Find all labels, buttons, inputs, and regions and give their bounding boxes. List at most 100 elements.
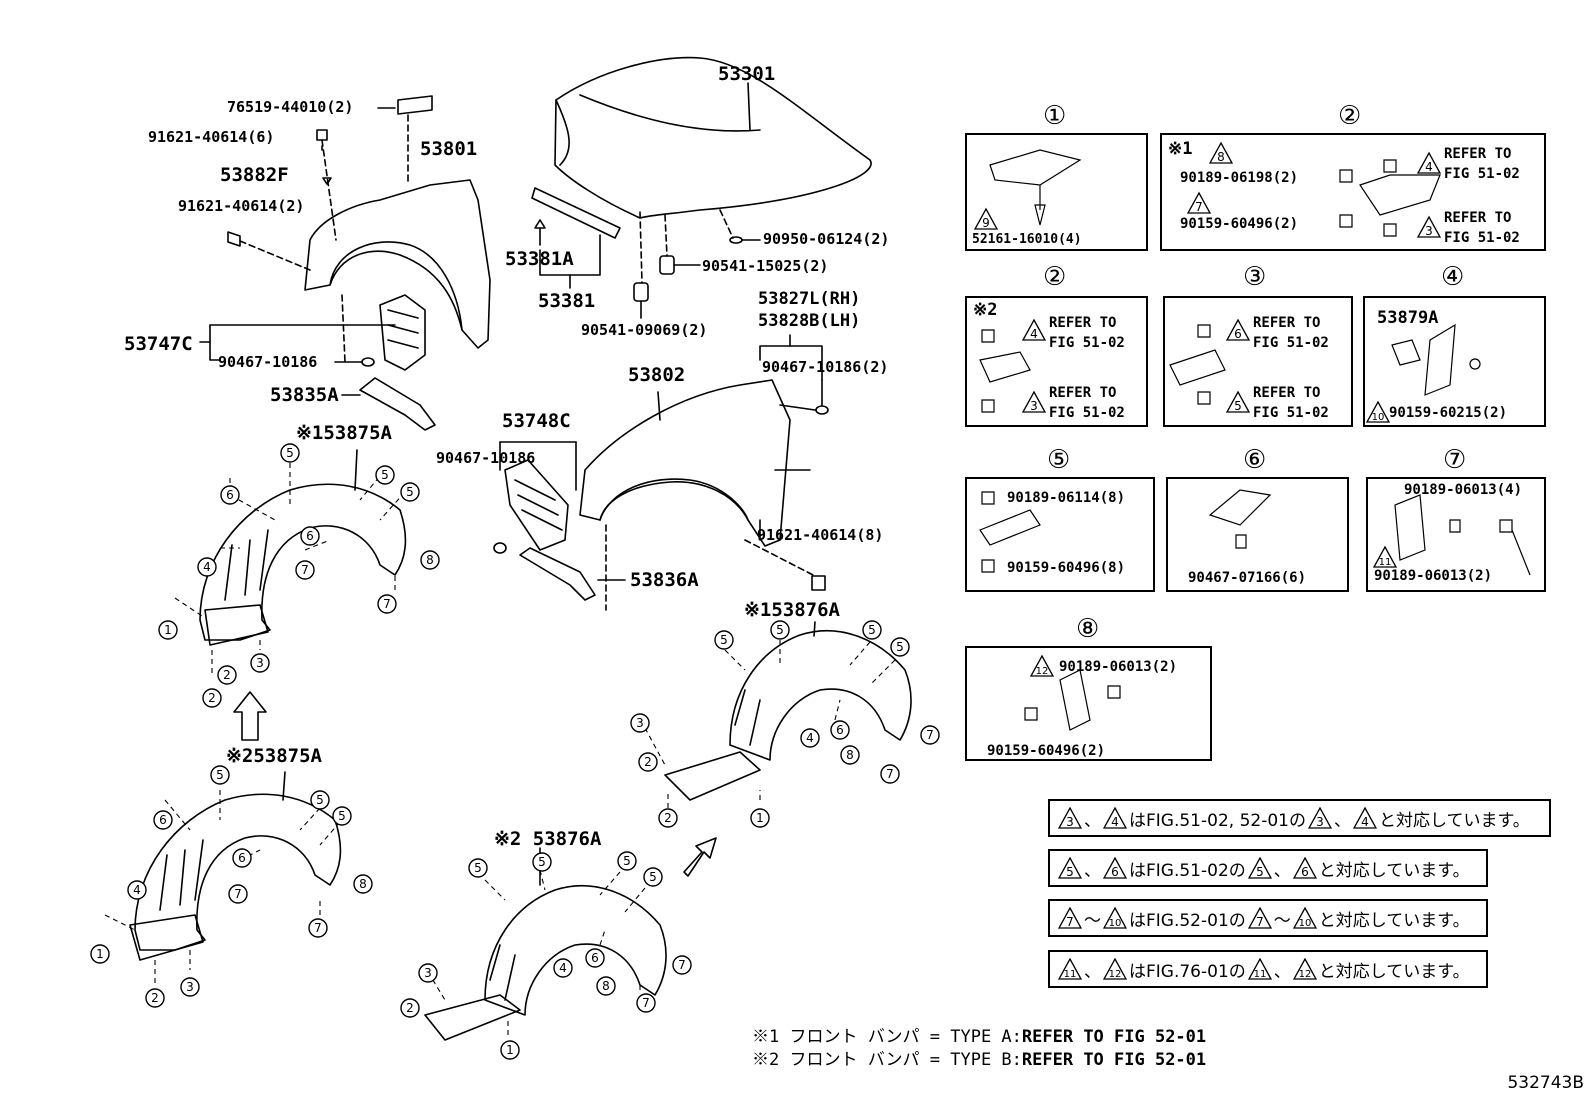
- triangle-marker: 3: [1307, 807, 1332, 829]
- box-label: FIG 51-02: [1444, 166, 1520, 182]
- box-number: ⑧: [1076, 614, 1100, 644]
- note-text: と対応しています。: [1318, 961, 1470, 982]
- box-label: FIG 51-02: [1049, 405, 1125, 421]
- seal-53748C: [504, 459, 569, 551]
- detail-box-2b: ※2 REFER TO FIG 51-02 REFER TO FIG 51-02…: [965, 296, 1148, 427]
- triangle-marker: 12: [1029, 654, 1055, 677]
- svg-text:6: 6: [1234, 327, 1242, 341]
- svg-text:10: 10: [1298, 918, 1311, 929]
- svg-text:4: 4: [1425, 160, 1433, 174]
- box-label: 90189-06013(4): [1404, 482, 1523, 498]
- liner-53875A-1: [199, 483, 407, 641]
- triangle-marker: 5: [1247, 857, 1272, 879]
- box-label: REFER TO: [1049, 315, 1117, 331]
- svg-text:12: 12: [1109, 969, 1122, 980]
- note-sep: 、: [1333, 810, 1351, 831]
- triangle-marker: 12: [1292, 958, 1317, 980]
- part-label: 53747C: [124, 333, 193, 355]
- detail-box-4: 53879A 90159-60215(2) 10: [1363, 296, 1546, 427]
- note-sep: 、: [1084, 961, 1101, 982]
- part-label: 91621-40614(6): [148, 128, 275, 146]
- triangle-marker: 4: [1352, 807, 1377, 829]
- svg-text:7: 7: [1256, 915, 1264, 929]
- part-label: 53748C: [502, 410, 571, 432]
- note-sep: 、: [1084, 860, 1101, 881]
- triangle-marker: 10: [1292, 907, 1317, 929]
- svg-text:4: 4: [1361, 815, 1369, 829]
- fender-53802: [579, 379, 791, 547]
- triangle-marker: 5: [1058, 857, 1082, 879]
- footnote-text: ※1 フロント バンパ = TYPE A:: [752, 1027, 1022, 1047]
- part-label: 53836A: [630, 569, 699, 591]
- svg-text:5: 5: [1256, 865, 1264, 879]
- detail-box-1: 52161-16010(4) 9: [965, 133, 1148, 251]
- part-label: ※253875A: [226, 745, 322, 767]
- triangle-marker: 8: [1208, 141, 1234, 164]
- note-sep: 、: [1273, 860, 1291, 881]
- liner-53876A-2: [484, 884, 667, 1016]
- liner-53876A-1: [729, 629, 912, 761]
- box-mark: ※1: [1168, 139, 1193, 159]
- bracket-53836A: [519, 547, 596, 601]
- part-label: 90467-10186: [218, 353, 318, 371]
- box-label: 90467-07166(6): [1188, 570, 1307, 586]
- svg-text:12: 12: [1298, 969, 1311, 980]
- note-text: はFIG.52-01の: [1129, 910, 1246, 931]
- triangle-marker: 5: [1225, 390, 1251, 413]
- triangle-marker: 6: [1292, 857, 1317, 879]
- part-label: 90541-09069(2): [581, 321, 708, 339]
- detail-box-5: 90189-06114(8) 90159-60496(8): [965, 477, 1155, 592]
- svg-text:9: 9: [982, 216, 990, 230]
- triangle-marker: 4: [1021, 318, 1047, 341]
- triangle-marker: 12: [1103, 958, 1127, 980]
- triangle-marker: 11: [1058, 958, 1082, 980]
- note-text: と対応しています。: [1318, 860, 1470, 881]
- fender-53801: [304, 179, 491, 349]
- arrow-diagonal: [683, 837, 717, 877]
- footnote-2: ※2 フロント バンパ = TYPE B:REFER TO FIG 52-01: [752, 1045, 1206, 1070]
- svg-text:3: 3: [1425, 224, 1433, 238]
- triangle-marker: 3: [1021, 390, 1047, 413]
- part-label: 76519-44010(2): [227, 98, 354, 116]
- part-label: 90950-06124(2): [763, 230, 890, 248]
- svg-text:4: 4: [1111, 815, 1119, 829]
- part-label: 53882F: [220, 164, 289, 186]
- triangle-marker: 6: [1103, 857, 1127, 879]
- detail-box-8: 90189-06013(2) 90159-60496(2) 12: [965, 646, 1212, 761]
- detail-box-7: 90189-06013(4) 90189-06013(2) 11: [1366, 477, 1546, 592]
- triangle-marker: 7: [1247, 907, 1272, 929]
- triangle-marker: 4: [1103, 807, 1127, 829]
- detail-box-6: 90467-07166(6): [1166, 477, 1349, 592]
- triangle-marker: 7: [1186, 191, 1212, 214]
- svg-text:4: 4: [1030, 327, 1038, 341]
- svg-text:7: 7: [1066, 915, 1074, 929]
- box-label: 52161-16010(4): [972, 232, 1082, 247]
- triangle-marker: 3: [1416, 215, 1442, 238]
- triangle-marker: 10: [1103, 907, 1127, 929]
- detail-box-3: REFER TO FIG 51-02 REFER TO FIG 51-02 6 …: [1163, 296, 1353, 427]
- note-text: はFIG.51-02の: [1129, 860, 1246, 881]
- box-label: 90159-60496(8): [1007, 560, 1126, 576]
- hood-53301: [554, 56, 872, 219]
- svg-text:3: 3: [1316, 815, 1324, 829]
- note-text: と対応しています。: [1378, 810, 1530, 831]
- svg-text:10: 10: [1372, 412, 1385, 423]
- box-label: 90189-06198(2): [1180, 170, 1299, 186]
- footnote-ref: REFER TO FIG 52-01: [1021, 1050, 1207, 1070]
- box-label: 90159-60496(2): [1180, 216, 1299, 232]
- svg-text:10: 10: [1109, 918, 1122, 929]
- box-number: ③: [1243, 262, 1267, 292]
- figure-code: 532743B: [1507, 1073, 1584, 1093]
- box-label: 53879A: [1377, 308, 1439, 328]
- svg-text:5: 5: [1234, 399, 1242, 413]
- triangle-marker: 7: [1058, 907, 1082, 929]
- note-sep: 、: [1084, 810, 1101, 831]
- box-label: FIG 51-02: [1253, 405, 1329, 421]
- part-label: 90541-15025(2): [702, 257, 829, 275]
- footnote-1: ※1 フロント バンパ = TYPE A:REFER TO FIG 52-01: [752, 1022, 1206, 1047]
- footnote-text: ※2 フロント バンパ = TYPE B:: [752, 1050, 1022, 1070]
